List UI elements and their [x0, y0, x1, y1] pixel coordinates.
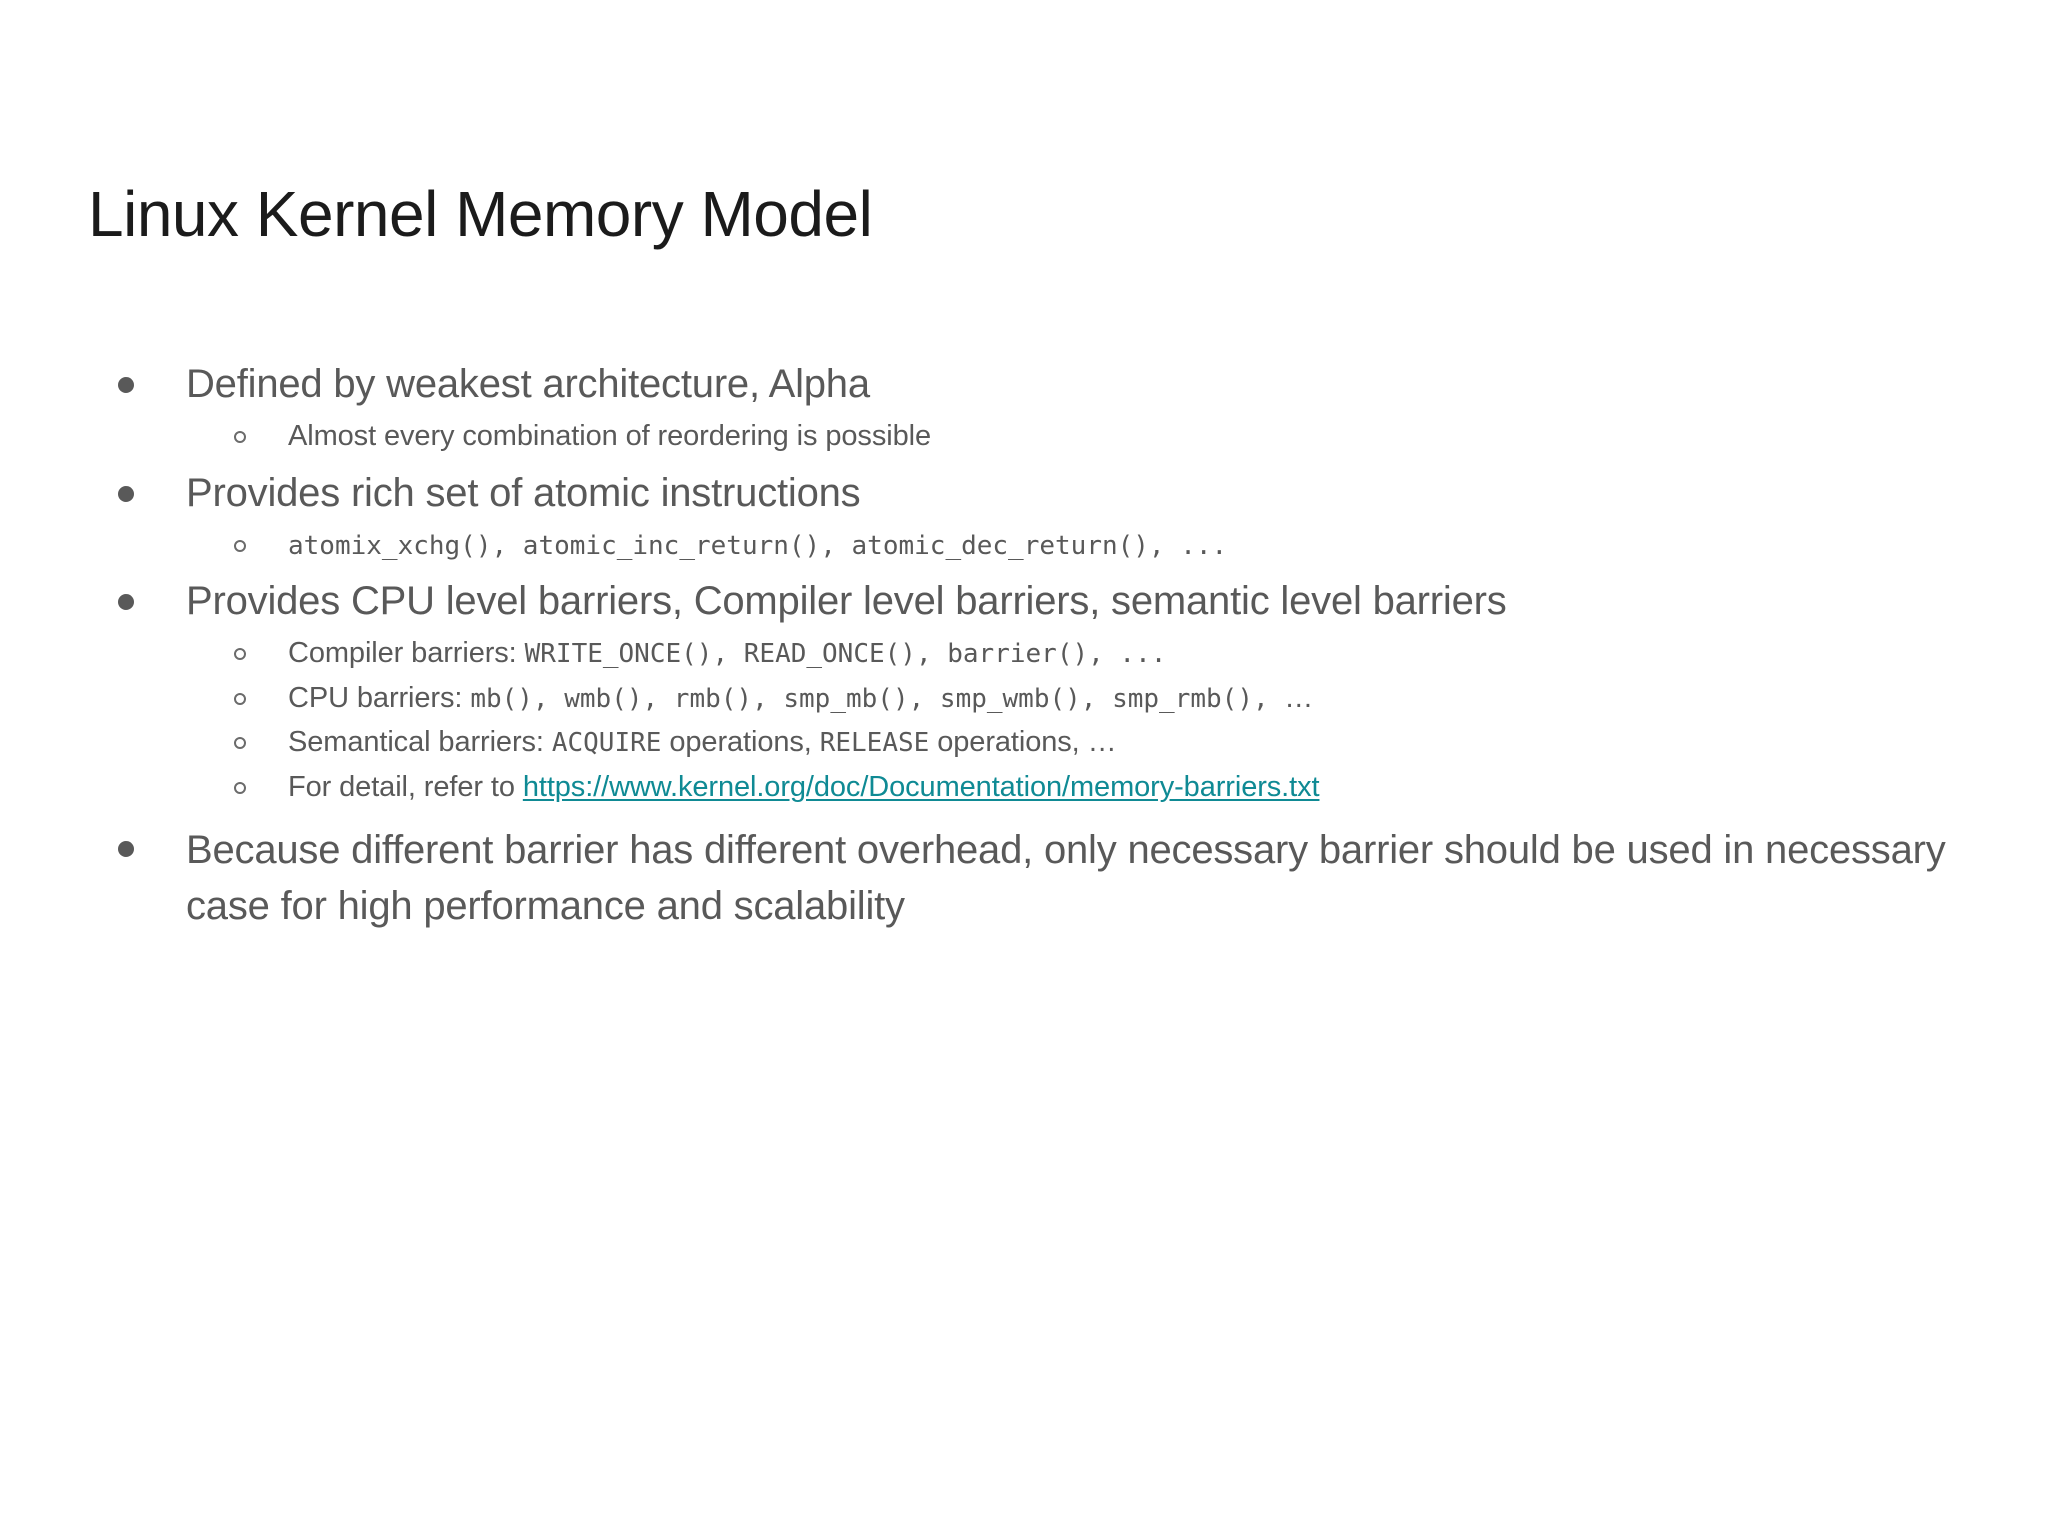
- bullet-group-2: Provides rich set of atomic instructions…: [88, 467, 1978, 566]
- sub-bullet-item-cpu-barriers: CPU barriers: mb(), wmb(), rmb(), smp_mb…: [88, 678, 1978, 719]
- sub-bullet-label: CPU barriers:: [288, 681, 471, 714]
- sub-bullet-item-atomic-api-list: atomix_xchg(), atomic_inc_return(), atom…: [88, 525, 1978, 566]
- sub-bullet-label: Semantical barriers:: [288, 726, 552, 759]
- sub-bullet-code: atomix_xchg(), atomic_inc_return(), atom…: [288, 530, 1228, 561]
- bullet-label: Defined by weakest architecture, Alpha: [186, 362, 870, 406]
- sub-bullet-label: For detail, refer to: [288, 770, 523, 803]
- bullet-disc-icon: [118, 377, 134, 393]
- sub-bullet-item-compiler-barriers: Compiler barriers: WRITE_ONCE(), READ_ON…: [88, 633, 1978, 674]
- memory-barriers-doc-link[interactable]: https://www.kernel.org/doc/Documentation…: [522, 770, 1320, 803]
- bullet-label: Provides CPU level barriers, Compiler le…: [186, 579, 1507, 624]
- sub-bullet-item-reference-link: For detail, refer to https://www.kernel.…: [88, 767, 1978, 808]
- sub-bullet-circle-icon: [234, 737, 246, 750]
- sub-bullet-item-reordering-possible: Almost every combination of reordering i…: [88, 416, 1978, 457]
- slide-body: Defined by weakest architecture, Alpha A…: [88, 358, 1978, 945]
- bullet-item-barrier-overhead: Because different barrier has different …: [88, 822, 1978, 936]
- sub-bullet-code: WRITE_ONCE(), READ_ONCE(), barrier(), ..…: [524, 639, 1167, 670]
- sub-bullet-circle-icon: [234, 431, 246, 443]
- page-title: Linux Kernel Memory Model: [88, 177, 873, 250]
- bullet-group-4: Because different barrier has different …: [88, 822, 1978, 936]
- sub-bullet-label: Almost every combination of reordering i…: [288, 420, 931, 452]
- bullet-label: Provides rich set of atomic instructions: [186, 470, 861, 515]
- bullet-group-1: Defined by weakest architecture, Alpha A…: [88, 358, 1978, 457]
- sub-bullet-label: Compiler barriers:: [288, 637, 525, 670]
- sub-bullet-mid-text: operations,: [661, 726, 820, 759]
- bullet-group-3: Provides CPU level barriers, Compiler le…: [88, 575, 1978, 807]
- bullet-disc-icon: [118, 840, 134, 857]
- bullet-item-barrier-levels: Provides CPU level barriers, Compiler le…: [88, 575, 1978, 627]
- bullet-label: Because different barrier has different …: [186, 827, 1946, 929]
- sub-bullet-code-acquire: ACQUIRE: [551, 728, 662, 759]
- sub-bullet-code: mb(), wmb(), rmb(), smp_mb(), smp_wmb(),…: [470, 683, 1285, 714]
- sub-bullet-circle-icon: [234, 539, 246, 552]
- sub-bullet-circle-icon: [234, 692, 246, 705]
- bullet-item-atomic-instructions: Provides rich set of atomic instructions: [88, 467, 1978, 519]
- sub-bullet-circle-icon: [234, 781, 246, 794]
- bullet-disc-icon: [118, 594, 134, 611]
- sub-bullet-tail-text: operations, …: [929, 726, 1117, 759]
- sub-bullet-item-semantical-barriers: Semantical barriers: ACQUIRE operations,…: [88, 722, 1978, 763]
- sub-bullet-ellipsis: …: [1284, 681, 1314, 714]
- bullet-disc-icon: [118, 485, 134, 502]
- bullet-item-defined-by-weakest-architecture: Defined by weakest architecture, Alpha: [88, 358, 1978, 410]
- sub-bullet-circle-icon: [234, 648, 246, 661]
- sub-bullet-code-release: RELEASE: [819, 728, 930, 759]
